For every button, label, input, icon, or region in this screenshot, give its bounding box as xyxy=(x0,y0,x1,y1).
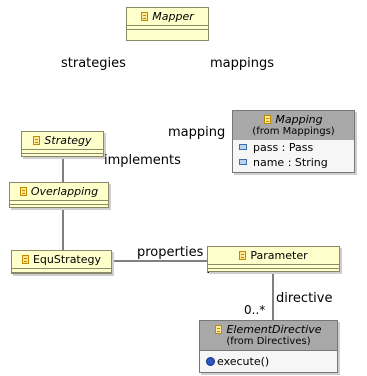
label-mapping: mapping xyxy=(168,125,226,140)
label-mappings: mappings xyxy=(210,56,275,71)
operations-compartment xyxy=(22,153,103,157)
class-name: Mapper xyxy=(152,10,194,23)
attribute-icon xyxy=(239,144,247,150)
class-mapper[interactable]: Mapper xyxy=(126,7,209,41)
class-name: Overlapping xyxy=(30,185,99,198)
class-icon xyxy=(21,255,29,264)
class-overlapping[interactable]: Overlapping xyxy=(9,182,109,208)
class-name: ElementDirective xyxy=(226,323,322,336)
class-icon xyxy=(141,12,149,21)
class-icon xyxy=(19,187,27,196)
class-name: Parameter xyxy=(250,249,308,262)
class-equstrategy[interactable]: EquStrategy xyxy=(11,250,112,274)
attributes-compartment xyxy=(200,350,337,354)
operations-compartment xyxy=(12,272,111,276)
class-name: Mapping xyxy=(275,113,323,126)
multiplicity-many: 0..* xyxy=(244,303,266,317)
class-elementdirective[interactable]: ElementDirective (from Directives) execu… xyxy=(199,320,338,373)
attributes-compartment xyxy=(22,149,103,153)
class-icon xyxy=(33,136,41,145)
attribute-icon xyxy=(239,159,247,165)
attributes-compartment xyxy=(10,200,108,204)
label-directive: directive xyxy=(276,291,333,306)
attributes-compartment xyxy=(12,268,111,272)
attributes-compartment xyxy=(208,264,339,268)
attributes-compartment xyxy=(127,25,208,29)
class-name: EquStrategy xyxy=(32,253,102,266)
operations-compartment xyxy=(127,29,208,33)
class-icon xyxy=(264,115,272,124)
class-name: Strategy xyxy=(44,134,92,147)
attribute-text: name : String xyxy=(253,156,328,169)
class-icon xyxy=(215,325,223,334)
operations-compartment xyxy=(10,204,108,208)
package-note: (from Directives) xyxy=(226,336,311,347)
class-parameter[interactable]: Parameter xyxy=(207,246,340,272)
class-icon xyxy=(239,251,247,260)
operations-compartment xyxy=(208,268,339,272)
package-note: (from Mappings) xyxy=(252,126,335,137)
class-mapping[interactable]: Mapping (from Mappings) pass : Pass name… xyxy=(232,110,355,173)
label-strategies: strategies xyxy=(61,56,126,71)
attribute-pass[interactable]: pass : Pass xyxy=(233,140,354,155)
operation-icon xyxy=(206,357,215,366)
operation-text: execute() xyxy=(217,355,270,368)
label-implements: implements xyxy=(104,153,181,168)
label-properties: properties xyxy=(137,245,204,260)
attribute-name[interactable]: name : String xyxy=(233,155,354,170)
attribute-text: pass : Pass xyxy=(253,141,314,154)
class-strategy[interactable]: Strategy xyxy=(21,131,104,157)
operation-execute[interactable]: execute() xyxy=(200,354,337,369)
